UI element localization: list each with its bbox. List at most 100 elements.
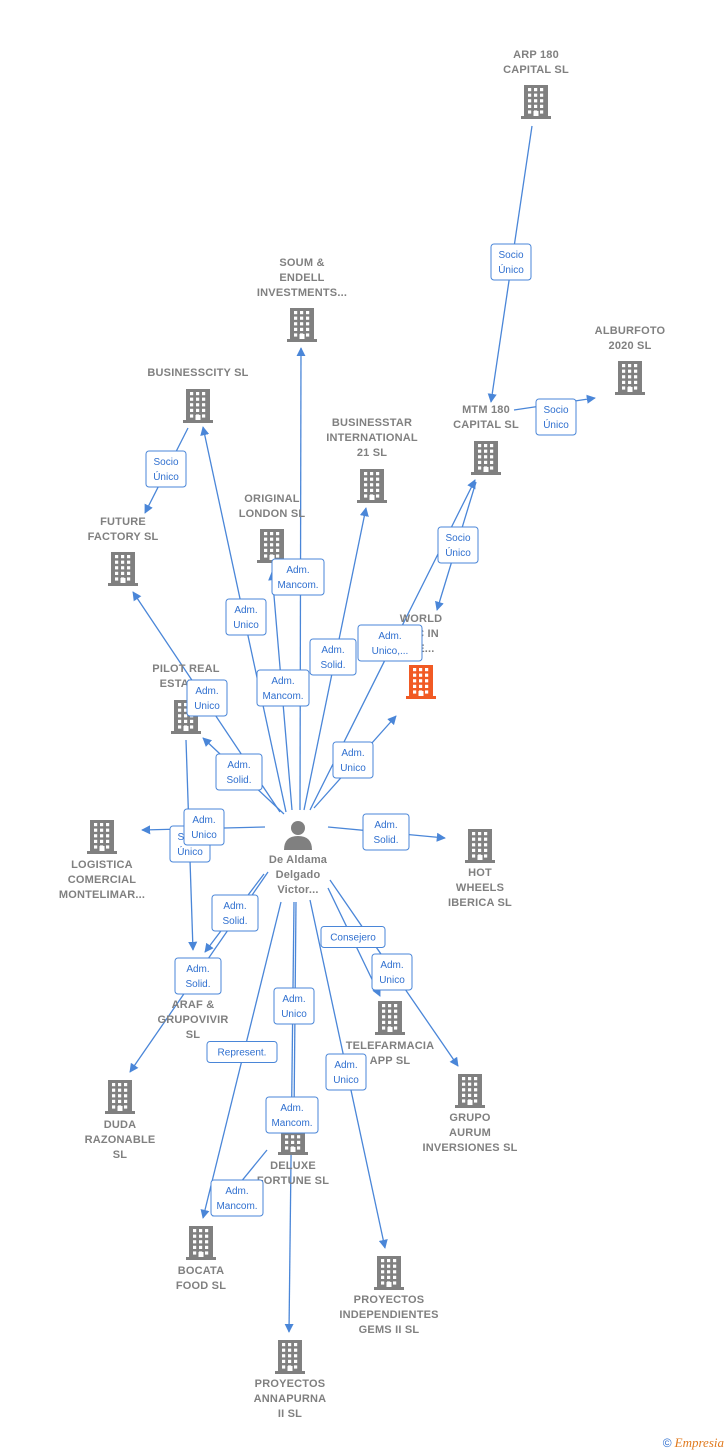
edge-label-box[interactable]	[145, 450, 187, 488]
building-window	[528, 99, 532, 103]
edge-label-box[interactable]	[225, 598, 267, 636]
edge-label-person-bocata[interactable]: Represent.	[206, 1041, 278, 1063]
edge-label-person-araf[interactable]: Adm.Solid.	[211, 894, 259, 932]
edge-label-box[interactable]	[206, 1041, 278, 1063]
building-door	[369, 495, 375, 500]
edge-label-box[interactable]	[211, 894, 259, 932]
edge-label-person-future[interactable]: Adm.Unico	[186, 679, 228, 717]
edge-label-box[interactable]	[325, 1053, 367, 1091]
edge-label-box[interactable]	[535, 398, 577, 436]
edge-label-person-businesscity[interactable]: Adm.Unico	[225, 598, 267, 636]
edge-label-text: Adm.	[223, 901, 246, 912]
edge-label-person-telefarmacia[interactable]: Consejero	[320, 926, 386, 948]
building-door	[195, 415, 201, 420]
edge-label-box[interactable]	[320, 926, 386, 948]
building-window	[115, 577, 119, 581]
edge-label-box[interactable]	[174, 957, 222, 995]
edge-label-person-soum[interactable]: Adm.Mancom.	[271, 558, 325, 596]
building-window	[484, 854, 488, 858]
edge-label-box[interactable]	[210, 1179, 264, 1217]
edge-label-box[interactable]	[357, 624, 423, 662]
building-window	[393, 1259, 397, 1263]
edge-label-person-world[interactable]: Adm.Unico	[332, 741, 374, 779]
edge-label-box[interactable]	[309, 638, 357, 676]
building-window	[115, 555, 119, 559]
edge-label-person-duda[interactable]: Adm.Solid.	[174, 957, 222, 995]
company-node-businesscity[interactable]: BUSINESSCITY SL	[147, 367, 248, 423]
building-window	[100, 828, 104, 832]
building-base	[357, 500, 387, 503]
edge-label-person-original[interactable]: Adm.Mancom.	[256, 669, 310, 707]
node-label-line: 2020 SL	[609, 340, 652, 352]
edge-label-text: Mancom.	[271, 1118, 312, 1129]
company-node-world[interactable]: WORLD...IC IN...E...	[400, 613, 443, 699]
edge-label-box[interactable]	[215, 753, 263, 791]
edge-label-text: Adm.	[192, 815, 215, 826]
building-window	[468, 1088, 472, 1092]
building-window	[276, 543, 280, 547]
edge-label-person-hotwheels[interactable]: Adm.Solid.	[362, 813, 410, 851]
building-window	[528, 104, 532, 108]
company-node-logistica[interactable]: LOGISTICACOMERCIALMONTELIMAR...	[59, 820, 145, 901]
edge-label-text: Unico	[191, 830, 217, 841]
edge-label-box[interactable]	[332, 741, 374, 779]
building-door	[299, 334, 305, 339]
edge-label-box[interactable]	[265, 1096, 319, 1134]
edge-label-box[interactable]	[273, 987, 315, 1025]
building-window	[474, 1088, 478, 1092]
building-window	[394, 1026, 398, 1030]
building-window	[425, 668, 429, 672]
edge-label-person-businesstar[interactable]: Adm.Solid.	[309, 638, 357, 676]
company-node-soum[interactable]: SOUM &ENDELLINVESTMENTS...	[257, 257, 347, 342]
edge-label-person-mtm[interactable]: Adm.Unico,...	[357, 624, 423, 662]
edge-label-box[interactable]	[256, 669, 310, 707]
edge-label-box[interactable]	[490, 243, 532, 281]
edge-label-box[interactable]	[186, 679, 228, 717]
edge-label-person-deluxe[interactable]: Adm.Unico	[273, 987, 315, 1025]
building-window	[270, 548, 274, 552]
building-window	[484, 460, 488, 464]
building-window	[294, 1365, 298, 1369]
edge-label-deluxe-bocata[interactable]: Adm.Mancom.	[210, 1179, 264, 1217]
edge-label-person-logistica[interactable]: Adm. Unico	[183, 808, 225, 846]
edge-label-text: Solid.	[226, 775, 251, 786]
building-window	[462, 1093, 466, 1097]
building-icon	[108, 552, 138, 586]
node-label-line: INVERSIONES SL	[422, 1142, 517, 1154]
edge-label-box[interactable]	[183, 808, 225, 846]
edge-label-box[interactable]	[371, 953, 413, 991]
edge-label-person-gems[interactable]: Adm.Unico	[325, 1053, 367, 1091]
edge-label-person-grupo[interactable]: Adm.Unico	[371, 953, 413, 991]
edge-label-box[interactable]	[437, 526, 479, 564]
edge-label-text: Solid.	[320, 660, 345, 671]
edge-label-box[interactable]	[271, 558, 325, 596]
edge-label-text: Adm.	[225, 1186, 248, 1197]
edge-label-person-annapurna[interactable]: Adm.Mancom.	[265, 1096, 319, 1134]
building-window	[490, 449, 494, 453]
person-node[interactable]: De AldamaDelgadoVictor...	[269, 821, 328, 896]
edge-label-text: Único	[177, 845, 203, 858]
edge-label-box[interactable]	[362, 813, 410, 851]
edge-label-person-pilot[interactable]: Adm.Solid.	[215, 753, 263, 791]
building-window	[364, 494, 368, 498]
building-window	[178, 719, 182, 723]
building-window	[112, 1088, 116, 1092]
building-window	[205, 1240, 209, 1244]
